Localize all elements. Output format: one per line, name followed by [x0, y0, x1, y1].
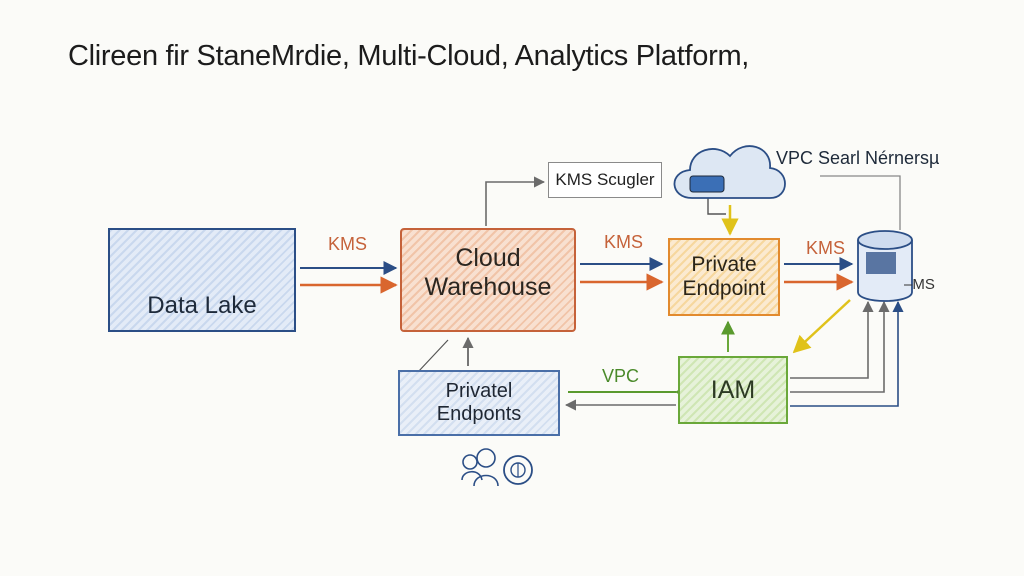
kms-scheduler-label: KMS Scugler: [555, 170, 655, 190]
edge-label-kms-2: KMS: [604, 232, 644, 252]
arrow-db-to-endpoint: [792, 299, 851, 354]
data-lake-label: Data Lake: [147, 292, 257, 320]
private-endpoints-node[interactable]: Privatel Endponts: [398, 370, 560, 436]
arrow-iam-to-db-3: [790, 300, 904, 407]
arrow-warehouse-to-kms: [485, 176, 546, 226]
connector-warehouse-left: [417, 339, 449, 373]
vpc-network-label: VPC Searl Nérnersµ: [776, 148, 940, 168]
kms-scheduler-node[interactable]: KMS Scugler: [548, 162, 662, 198]
connector-cloud-down: [707, 198, 726, 215]
edge-label-kms-1: KMS: [328, 234, 368, 254]
data-lake-node[interactable]: Data Lake: [108, 228, 296, 332]
private-endpoint-node[interactable]: Private Endpoint: [668, 238, 780, 316]
team-icon: [461, 448, 499, 487]
shield-icon: [503, 455, 533, 485]
edge-label-vpc: VPC: [602, 366, 640, 386]
database-icon: [857, 230, 913, 302]
private-endpoint-label: Private Endpoint: [682, 252, 766, 300]
vpc-bracket: [820, 175, 901, 230]
arrow-iam-to-db-2: [790, 300, 890, 393]
arrow-iam-to-db-1: [790, 300, 874, 379]
iam-node[interactable]: IAM: [678, 356, 788, 424]
cloud-warehouse-node[interactable]: Cloud Warehouse: [400, 228, 576, 332]
ms-label: –MS: [904, 276, 935, 293]
private-endpoints-label: Privatel Endponts: [436, 380, 522, 425]
cloud-warehouse-label: Cloud Warehouse: [424, 244, 552, 301]
page-title: Clireen fir StaneMrdie, Multi-Cloud, Ana…: [68, 40, 750, 72]
cloud-icon: [673, 145, 786, 199]
edge-label-kms-3: KMS: [806, 238, 846, 258]
iam-label: IAM: [710, 375, 756, 404]
